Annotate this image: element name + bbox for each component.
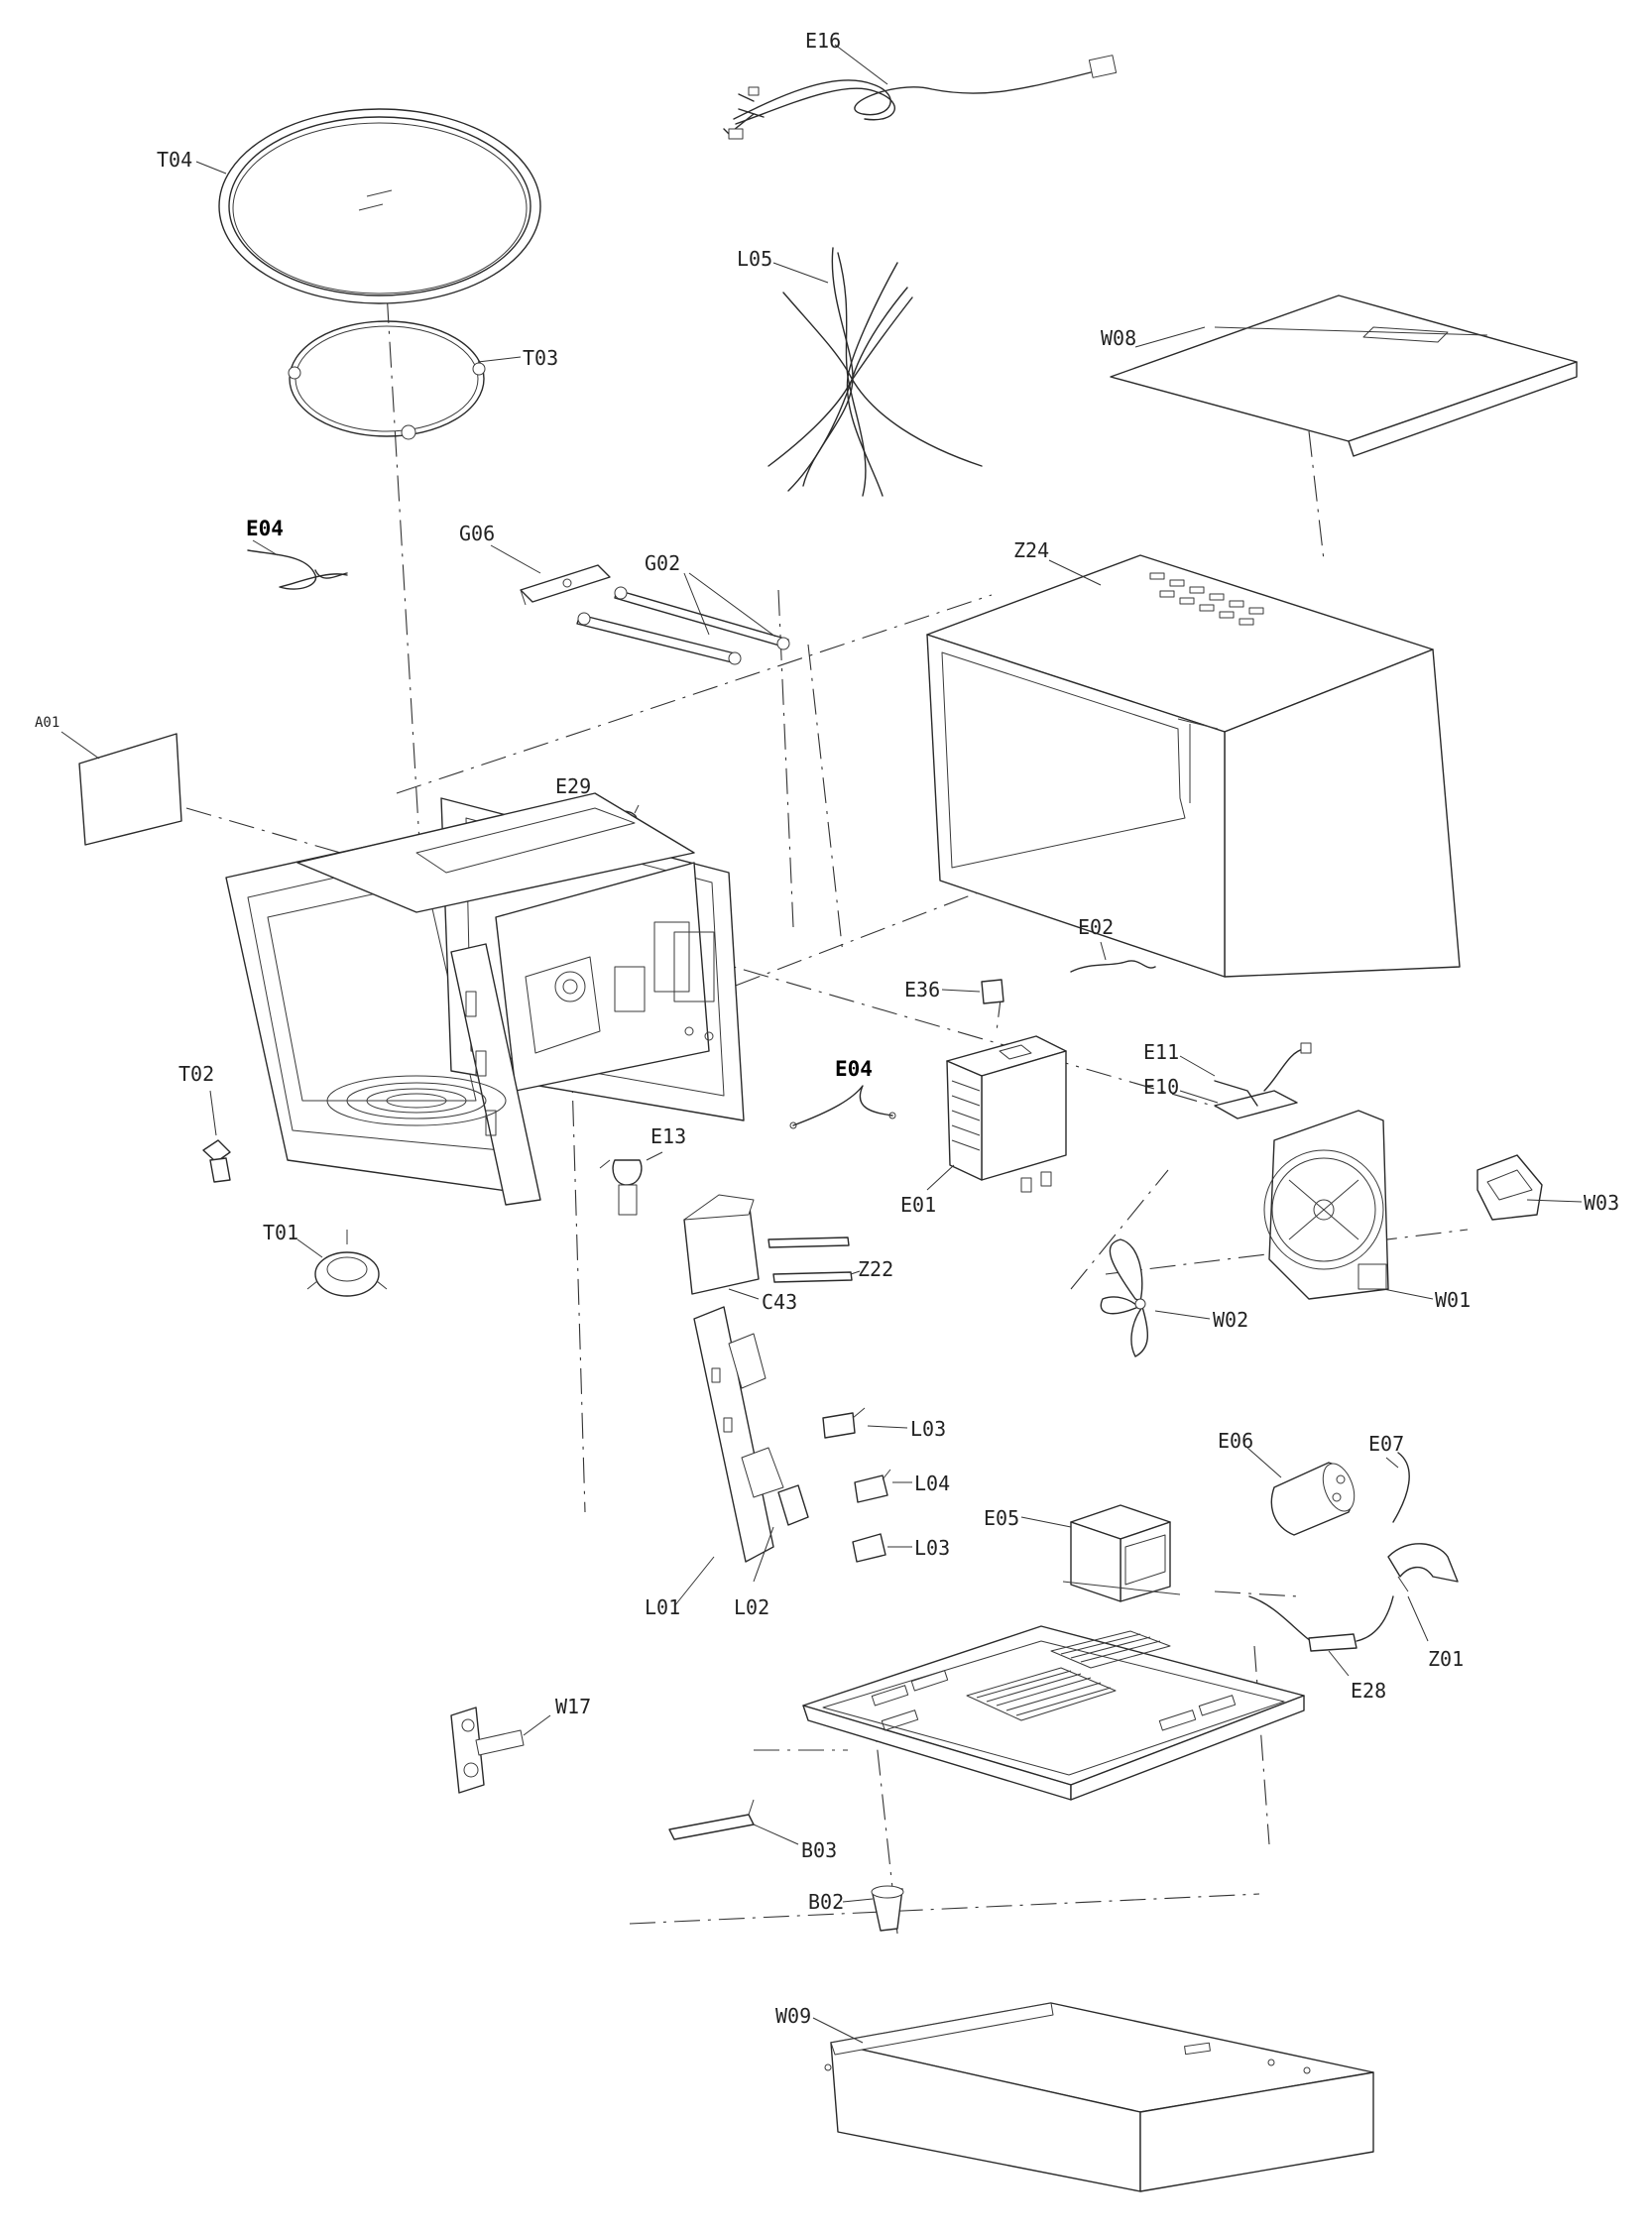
label-w01: W01 xyxy=(1435,1288,1471,1312)
label-w09: W09 xyxy=(775,2004,811,2028)
label-e28: E28 xyxy=(1351,1679,1386,1703)
diode-e07 xyxy=(1385,1452,1410,1523)
bottom-tray-w09 xyxy=(812,2002,1374,2192)
glass-tray-t04 xyxy=(195,108,541,304)
microswitch-l04 xyxy=(854,1469,912,1503)
wire-e04-top xyxy=(247,539,348,590)
label-e16: E16 xyxy=(805,29,841,53)
label-l02: L02 xyxy=(734,1595,769,1619)
label-e04-mid: E04 xyxy=(835,1057,873,1081)
capacitor-e06 xyxy=(1246,1447,1356,1536)
power-cord-e16 xyxy=(723,44,1118,140)
fan-bracket-w01 xyxy=(1263,1110,1434,1300)
lamp-holder-c43 xyxy=(683,1194,760,1300)
outer-case-z24 xyxy=(926,554,1461,978)
label-t02: T02 xyxy=(178,1062,214,1086)
heater-bracket-g06 xyxy=(490,544,611,606)
label-e11: E11 xyxy=(1143,1040,1179,1064)
label-z22: Z22 xyxy=(858,1257,893,1281)
label-z24: Z24 xyxy=(1013,538,1049,562)
label-l03-b: L03 xyxy=(914,1536,950,1560)
sensor-board-e10-e11 xyxy=(1179,1042,1312,1119)
capacitor-bracket-z01 xyxy=(1387,1543,1459,1642)
label-b03: B03 xyxy=(801,1838,837,1862)
label-t03: T03 xyxy=(523,346,558,370)
wire-harness-l05 xyxy=(767,247,983,497)
strips-z22 xyxy=(767,1237,861,1283)
quartz-heaters-g02 xyxy=(576,572,790,665)
label-e13: E13 xyxy=(650,1124,686,1148)
label-l05: L05 xyxy=(737,247,772,271)
label-g02: G02 xyxy=(645,551,680,575)
foot-b02 xyxy=(842,1885,904,1932)
label-e10: E10 xyxy=(1143,1075,1179,1099)
lamp-e13 xyxy=(599,1151,663,1216)
top-cover-w08 xyxy=(1110,294,1578,457)
label-l01: L01 xyxy=(645,1595,680,1619)
label-w02: W02 xyxy=(1213,1308,1248,1332)
roller-ring-t03 xyxy=(288,320,522,440)
label-e01: E01 xyxy=(900,1193,936,1217)
turntable-motor-t01 xyxy=(296,1230,388,1297)
label-g06: G06 xyxy=(459,522,495,545)
base-grille xyxy=(966,1630,1171,1721)
wire-e04-mid xyxy=(789,1085,896,1129)
label-l03-a: L03 xyxy=(910,1417,946,1441)
label-t04: T04 xyxy=(157,148,192,172)
label-a01: A01 xyxy=(35,715,59,731)
label-w17: W17 xyxy=(555,1695,591,1718)
bracket-b03 xyxy=(668,1799,799,1845)
label-sheet-a01 xyxy=(60,731,182,846)
label-t01: T01 xyxy=(263,1221,298,1244)
microswitch-l03-a xyxy=(822,1407,908,1439)
label-e05: E05 xyxy=(984,1506,1019,1530)
oven-cavity-assembly xyxy=(225,792,745,1206)
label-c43: C43 xyxy=(762,1290,797,1314)
label-e36: E36 xyxy=(904,978,940,1001)
transformer-e05 xyxy=(1020,1504,1181,1602)
magnetron-fins xyxy=(951,1080,981,1151)
thermal-cutout-e36 xyxy=(941,979,1004,1004)
interlock-frame-l01 xyxy=(673,1306,784,1607)
magnetron-e01 xyxy=(926,1035,1067,1193)
fan-blade-w02 xyxy=(1100,1238,1211,1357)
label-e04-top: E04 xyxy=(246,517,284,540)
label-w08: W08 xyxy=(1101,326,1136,350)
label-w03: W03 xyxy=(1584,1191,1619,1215)
label-b02: B02 xyxy=(808,1890,844,1914)
coupler-t02 xyxy=(202,1090,231,1183)
label-l04: L04 xyxy=(914,1472,950,1495)
case-vent-slots xyxy=(1149,572,1264,626)
hinge-w17 xyxy=(450,1707,551,1794)
fuse-holder-e28 xyxy=(1248,1595,1394,1677)
microswitch-l03-b xyxy=(852,1533,912,1563)
label-e02: E02 xyxy=(1078,915,1114,939)
label-e29: E29 xyxy=(555,774,591,798)
wire-e02 xyxy=(1070,941,1156,973)
label-z01: Z01 xyxy=(1428,1647,1464,1671)
label-e06: E06 xyxy=(1218,1429,1253,1453)
label-e07: E07 xyxy=(1368,1432,1404,1456)
base-plate xyxy=(802,1625,1305,1801)
latch-l02 xyxy=(753,1484,809,1583)
fan-motor-w03 xyxy=(1476,1154,1583,1221)
